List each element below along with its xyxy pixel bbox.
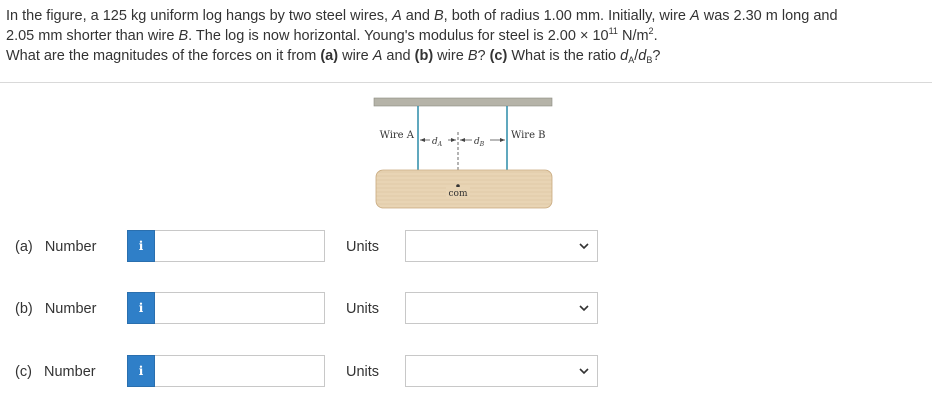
question-line-1: In the figure, a 125 kg uniform log hang… <box>6 8 838 24</box>
units-dropdown[interactable] <box>405 230 598 262</box>
units-label: Units <box>346 364 380 380</box>
wire-a-label: Wire A <box>380 130 415 141</box>
row-label: (c) Number <box>15 364 96 380</box>
units-dropdown[interactable] <box>405 355 598 387</box>
chevron-down-icon <box>579 305 589 312</box>
units-label: Units <box>346 301 380 317</box>
db-arrowhead-left <box>460 138 465 142</box>
units-label: Units <box>346 239 380 255</box>
answer-row-a: (a) Number i Units <box>0 230 932 266</box>
com-dot <box>456 184 460 188</box>
question-text: In the figure, a 125 kg uniform log hang… <box>6 6 921 66</box>
units-dropdown[interactable] <box>405 292 598 324</box>
chevron-down-icon <box>579 368 589 375</box>
info-button[interactable]: i <box>127 292 155 324</box>
row-label: (a) Number <box>15 239 97 255</box>
da-arrowhead-left <box>420 138 425 142</box>
da-label: dA <box>432 137 443 148</box>
wire-b-label: Wire B <box>511 130 546 141</box>
question-line-2: 2.05 mm shorter than wire B. The log is … <box>6 26 658 45</box>
row-label: (b) Number <box>15 301 97 317</box>
number-input[interactable] <box>155 355 325 387</box>
number-input[interactable] <box>155 230 325 262</box>
info-button[interactable]: i <box>127 355 155 387</box>
log-wires-figure: dA dB Wire A Wire B com <box>373 97 553 209</box>
chevron-down-icon <box>579 243 589 250</box>
number-input[interactable] <box>155 292 325 324</box>
ceiling <box>373 97 553 107</box>
answer-row-c: (c) Number i Units <box>0 355 932 391</box>
info-button[interactable]: i <box>127 230 155 262</box>
answer-row-b: (b) Number i Units <box>0 292 932 328</box>
question-line-3: What are the magnitudes of the forces on… <box>6 48 661 65</box>
divider <box>0 82 932 83</box>
da-arrowhead-right <box>451 138 456 142</box>
com-label: com <box>449 189 468 199</box>
db-arrowhead-right <box>500 138 505 142</box>
db-label: dB <box>474 137 485 148</box>
